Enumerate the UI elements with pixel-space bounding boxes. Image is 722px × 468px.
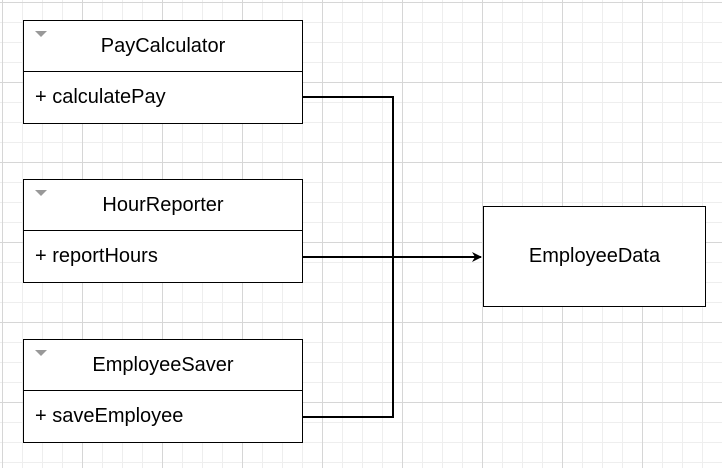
entity-employeedata[interactable]: EmployeeData bbox=[483, 206, 706, 307]
class-name: PayCalculator bbox=[100, 34, 226, 57]
class-header: PayCalculator bbox=[24, 21, 302, 72]
class-header: HourReporter bbox=[24, 180, 302, 231]
collapse-triangle-icon[interactable] bbox=[35, 350, 47, 356]
class-name: EmployeeSaver bbox=[92, 353, 234, 376]
entity-name: EmployeeData bbox=[528, 245, 661, 267]
class-name: HourReporter bbox=[102, 193, 224, 216]
collapse-triangle-icon[interactable] bbox=[35, 31, 47, 37]
class-method[interactable]: + saveEmployee bbox=[35, 405, 184, 427]
connector-paycalculator bbox=[303, 96, 394, 257]
class-employeesaver[interactable]: EmployeeSaver + saveEmployee bbox=[23, 339, 303, 443]
class-paycalculator[interactable]: PayCalculator + calculatePay bbox=[23, 20, 303, 124]
collapse-triangle-icon[interactable] bbox=[35, 190, 47, 196]
class-hourreporter[interactable]: HourReporter + reportHours bbox=[23, 179, 303, 283]
connector-employeesaver bbox=[303, 257, 394, 418]
class-header: EmployeeSaver bbox=[24, 340, 302, 391]
class-method[interactable]: + calculatePay bbox=[35, 86, 166, 108]
class-method[interactable]: + reportHours bbox=[35, 245, 158, 267]
